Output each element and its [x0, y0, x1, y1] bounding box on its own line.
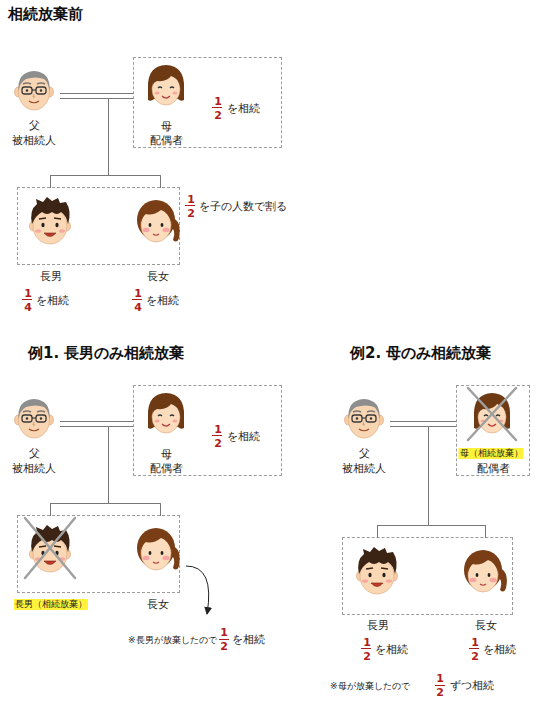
waiver-cross — [25, 518, 75, 578]
person-figure: 父被相続人 — [8, 390, 60, 478]
fraction-numerator: 1 — [220, 627, 228, 639]
descent-line — [109, 99, 161, 189]
descent-line — [51, 427, 134, 517]
marriage-line — [60, 422, 133, 427]
fraction-numerator: 1 — [134, 288, 142, 300]
person-name: 長男 — [367, 620, 389, 632]
person-name: 父 — [359, 448, 370, 460]
connector-group — [51, 94, 486, 539]
spouse-box: 母（相続放棄） 配偶者 — [456, 385, 530, 476]
descent-line — [51, 427, 109, 517]
fraction-denominator: 2 — [471, 651, 479, 663]
person-figure: 長男 1 2 を相続 — [351, 538, 405, 666]
person-figure: 長女 — [131, 516, 185, 616]
person-figure: 長女 1 4 を相続 — [131, 188, 185, 316]
fraction-numerator: 1 — [24, 288, 32, 300]
share-text: を相続 — [375, 644, 408, 656]
spouse-box: 母配偶者 1 2 を相続 — [133, 57, 282, 148]
role-label: 配偶者 — [150, 463, 183, 475]
role-label: 被相続人 — [342, 463, 386, 475]
person-figure: 長男（相続放棄） — [24, 516, 78, 616]
children-group: 長男（相続放棄）長女 — [17, 515, 180, 593]
waiver-tag: 母（相続放棄） — [459, 448, 524, 459]
descent-line — [109, 427, 161, 517]
fraction-denominator: 2 — [220, 641, 228, 653]
mother-face — [148, 65, 184, 105]
fraction-numerator: 1 — [214, 96, 222, 108]
person-figure: 父被相続人 — [8, 62, 60, 150]
person-name: 長女 — [147, 271, 169, 283]
pointer-arrow — [186, 566, 209, 614]
person-name: 父 — [29, 120, 40, 132]
person-name: 長女 — [475, 620, 497, 632]
fraction-numerator: 1 — [436, 673, 444, 685]
share-text: を相続 — [232, 634, 265, 646]
panel-heading: 例2. 母のみ相続放棄 — [350, 344, 491, 362]
son-face — [30, 197, 71, 244]
descent-line — [51, 99, 134, 189]
daughter-face — [464, 550, 507, 592]
marriage-line — [390, 422, 456, 427]
person-figure: 長女 1 2 を相続 — [459, 538, 513, 666]
fraction-denominator: 2 — [187, 208, 195, 220]
fraction-denominator: 2 — [214, 438, 222, 450]
person-name: 母 — [161, 449, 172, 461]
person-name: 母 — [161, 121, 172, 133]
person-name: 長女 — [147, 599, 169, 611]
panel-heading: 相続放棄前 — [8, 5, 83, 23]
daughter-face — [137, 200, 180, 242]
waiver-cross — [468, 388, 516, 440]
note-text: ※母が放棄したので — [330, 680, 410, 692]
descent-line — [390, 427, 486, 539]
fraction-numerator: 1 — [214, 424, 222, 436]
person-figure: 父被相続人 — [338, 390, 390, 478]
descent-line — [60, 427, 161, 517]
daughter-face — [137, 528, 180, 570]
fraction-denominator: 2 — [363, 651, 371, 663]
father-face — [15, 399, 54, 438]
waiver-tag: 長男（相続放棄） — [14, 599, 88, 610]
share-text: を子の人数で割る — [199, 201, 287, 213]
note-text: ※長男が放棄したので — [128, 634, 217, 646]
role-label: 被相続人 — [12, 463, 56, 475]
fraction-numerator: 1 — [187, 194, 195, 206]
fraction-numerator: 1 — [471, 637, 479, 649]
person-name: 父 — [29, 448, 40, 460]
share-text: を相続 — [227, 103, 260, 115]
fraction-denominator: 4 — [134, 302, 142, 314]
fraction-bar — [22, 108, 479, 686]
father-face — [345, 399, 384, 438]
share-text: を相続 — [227, 431, 260, 443]
children-group: 12を子の人数で割る長男14を相続長女14を相続 — [17, 187, 180, 265]
fraction-denominator: 2 — [214, 110, 222, 122]
descent-line — [51, 99, 109, 189]
panel-heading: 例1. 長男のみ相続放棄 — [28, 344, 184, 362]
share-text: ずつ相続 — [450, 680, 494, 692]
son-face — [357, 547, 398, 594]
share-text: を相続 — [483, 644, 516, 656]
person-figure: 長男 1 4 を相続 — [24, 188, 78, 316]
father-face — [15, 71, 54, 110]
mother-face — [148, 393, 184, 433]
share-text: を相続 — [36, 295, 69, 307]
descent-line — [60, 99, 161, 189]
descent-line — [378, 427, 429, 539]
descent-line — [429, 427, 486, 539]
children-group: 長男12を相続長女12を相続 — [342, 537, 513, 615]
fraction-denominator: 2 — [436, 687, 444, 699]
fraction-numerator: 1 — [363, 637, 371, 649]
marriage-line — [60, 94, 133, 99]
fraction-denominator: 4 — [24, 302, 32, 314]
role-label: 配偶者 — [150, 135, 183, 147]
role-label: 配偶者 — [477, 463, 510, 475]
spouse-box: 母配偶者 1 2 を相続 — [133, 385, 282, 476]
person-name: 長男 — [40, 271, 62, 283]
descent-line — [378, 427, 457, 539]
share-text: を相続 — [146, 295, 179, 307]
role-label: 被相続人 — [12, 135, 56, 147]
